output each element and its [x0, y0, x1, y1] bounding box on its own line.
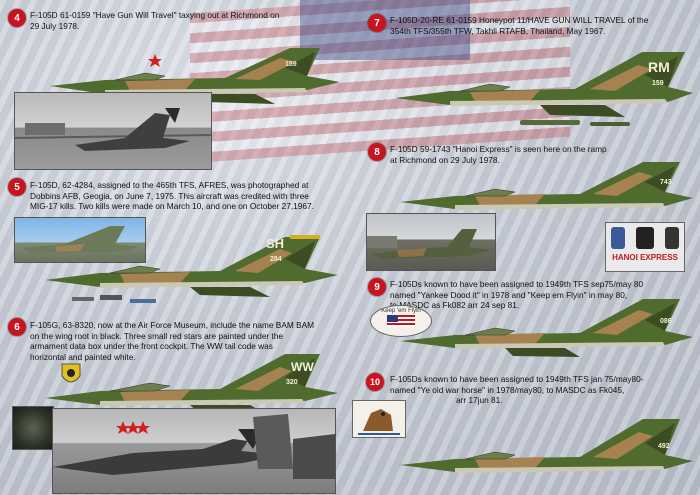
entry-badge-10: 10: [366, 373, 384, 391]
hanoi-express-emblem: HANOI EXPRESS: [605, 222, 685, 272]
emblem-figure-left-icon: [611, 227, 626, 249]
caption-9: F-105Ds known to have been assigned to 1…: [390, 279, 644, 310]
keep-em-flyin-emblem: Keep 'em Flyin: [370, 305, 432, 337]
entry-badge-5: 5: [8, 178, 26, 196]
squadron-emblem-6: [61, 363, 81, 383]
caption-6: F-105G, 63-8320, now at the Air Force Mu…: [30, 320, 315, 362]
keep-em-flyin-text: Keep 'em Flyin: [381, 308, 421, 314]
tail-code-4: 159: [285, 61, 297, 68]
entry-badge-4: 4: [8, 9, 26, 27]
aircraft-profile-6: [45, 354, 338, 416]
caption-10: F-105Ds known to have been assigned to 1…: [390, 374, 644, 405]
tail-code-6: WW: [291, 360, 314, 374]
tail-code-5: SH: [266, 236, 285, 251]
entry-badge-9: 9: [368, 278, 386, 296]
entry-badge-7: 7: [368, 14, 386, 32]
photo-6: [52, 408, 336, 494]
aircraft-profile-10: [400, 419, 693, 473]
war-horse-emblem: [352, 400, 406, 438]
caption-4: F-105D 61-0159 "Have Gun Will Travel" ta…: [30, 10, 280, 31]
tail-serial-5: 284: [270, 256, 282, 263]
tail-serial-6: 320: [286, 379, 298, 386]
entry-badge-8: 8: [368, 143, 386, 161]
caption-7: F-105D-20-RE 61-0159 Honeypot 11/HAVE GU…: [390, 15, 649, 36]
tail-code-10: 492: [658, 443, 670, 450]
emblem-figure-center-icon: [635, 227, 654, 249]
hanoi-express-text: HANOI EXPRESS: [612, 253, 678, 262]
tail-code-8: 743: [660, 179, 672, 186]
us-flag-canton: [300, 0, 470, 60]
entry-badge-6: 6: [8, 318, 26, 336]
caption-8: F-105D 59-1743 "Hanoi Express" is seen h…: [390, 144, 607, 165]
photo-5: [14, 217, 146, 263]
caption-5: F-105D, 62-4284, assigned to the 465th T…: [30, 180, 314, 211]
tail-code-7: RM: [648, 59, 670, 75]
aircraft-profile-4: [50, 48, 340, 104]
aircraft-profile-9: [400, 299, 693, 357]
cockpit-photo-6: [12, 406, 54, 450]
emblem-figure-right-icon: [664, 227, 679, 249]
tail-code-9: 086: [660, 318, 672, 325]
tail-serial-7: 159: [652, 80, 664, 87]
stores-5: [72, 295, 156, 303]
aircraft-profile-7: [395, 52, 693, 126]
photo-8: [366, 213, 496, 271]
aircraft-profile-5: [45, 235, 338, 297]
flag-icon: [387, 315, 415, 327]
photo-4: [14, 92, 212, 170]
aircraft-profile-8: [400, 162, 693, 210]
